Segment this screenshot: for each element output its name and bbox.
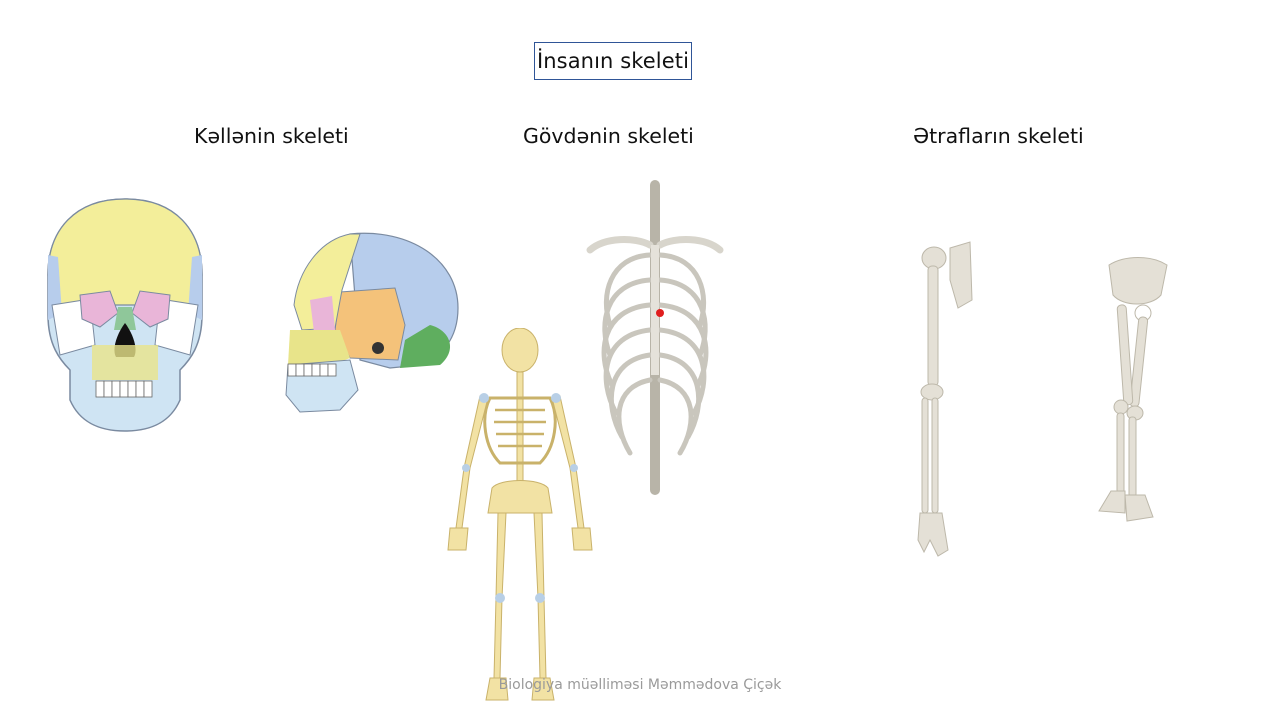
rib-cage-illustration [586,180,724,495]
slide-title: İnsanın skeleti [534,42,692,80]
heading-skull-skeleton: Kəllənin skeleti [194,124,349,148]
heading-trunk-skeleton: Gövdənin skeleti [523,124,694,148]
leg-bones-illustration [1098,257,1168,522]
full-skeleton-illustration [447,328,593,701]
skull-front-illustration [47,198,203,432]
footer-author: Biologiya müəlliməsi Məmmədova Çiçək [498,677,782,693]
heading-limbs-skeleton: Ətrafların skeleti [913,124,1084,148]
skull-side-illustration [285,232,459,413]
arm-bones-illustration [917,241,973,557]
